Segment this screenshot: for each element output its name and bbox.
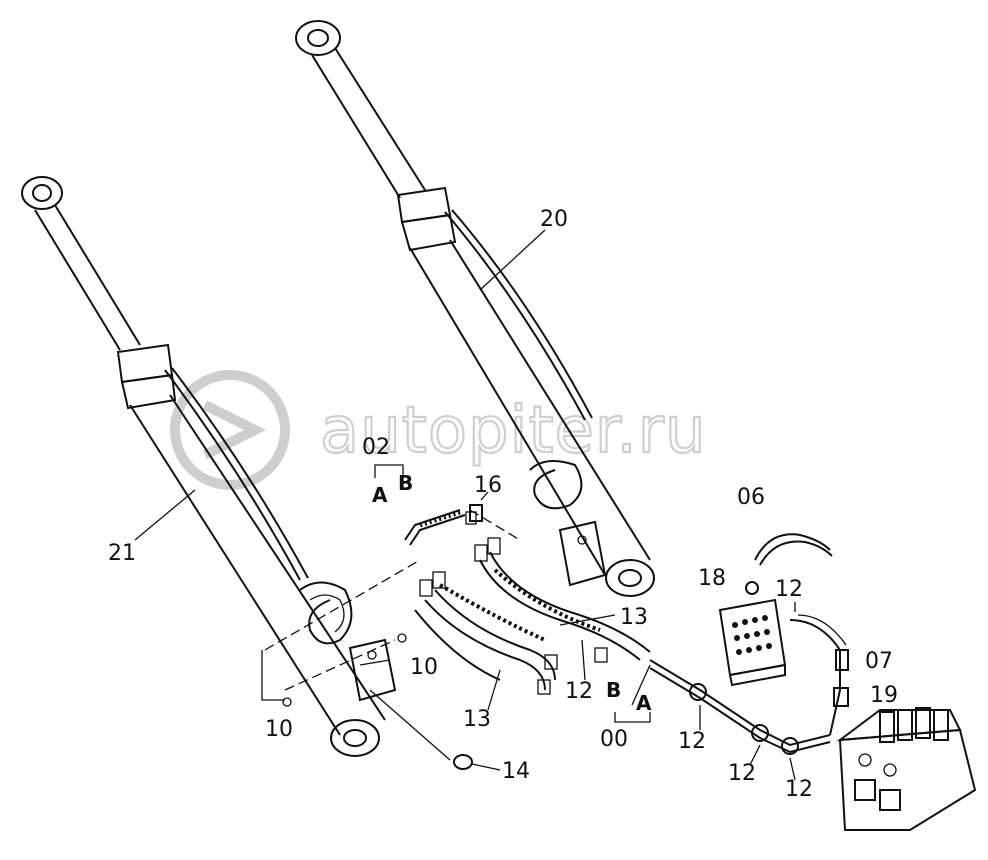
hose-bundle-13 [414,571,558,695]
right-boom-cylinder [295,20,655,597]
hose-bundle-13-right [474,537,651,663]
callout-06: 06 [737,485,765,510]
callout-16: 16 [474,473,502,498]
hose-02 [404,509,477,546]
callout-20: 20 [540,207,568,232]
port-label-b-top: B [398,471,413,495]
callout-00: 00 [600,727,628,752]
pilot-valve-block [718,598,787,687]
callout-13-left: 13 [463,707,491,732]
callout-12-b: 12 [678,729,706,754]
callout-12-a: 12 [565,679,593,704]
watermark: autopiter.ru [170,370,707,490]
callout-07: 07 [865,649,893,674]
callout-12-d: 12 [785,777,813,802]
callout-21: 21 [108,541,136,566]
callout-10-left: 10 [265,717,293,742]
watermark-text: autopiter.ru [320,394,707,468]
callout-10-right: 10 [410,655,438,680]
callout-13-right: 13 [620,605,648,630]
control-valve [836,707,977,831]
port-label-b-bottom: B [606,678,621,702]
callout-12-e: 12 [775,577,803,602]
callout-18: 18 [698,566,726,591]
left-boom-cylinder [21,176,397,757]
callout-02: 02 [362,435,390,460]
callout-12-c: 12 [728,761,756,786]
port-label-a-bottom: A [636,691,652,715]
port-label-a-top: A [372,483,388,507]
callout-19: 19 [870,683,898,708]
callout-14: 14 [502,759,530,784]
